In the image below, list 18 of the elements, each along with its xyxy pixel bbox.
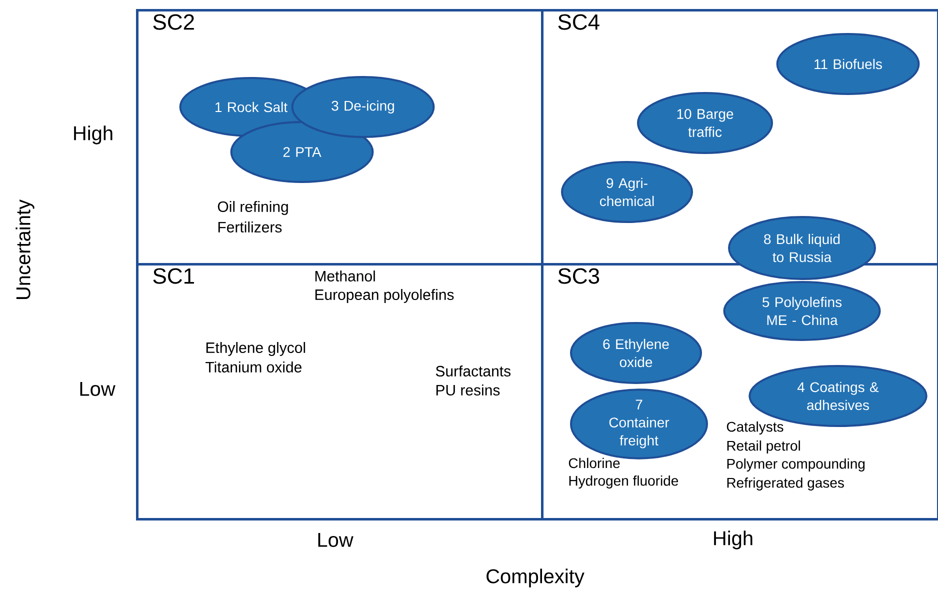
item-label: Surfactants xyxy=(436,366,511,376)
item-label: Oil refining xyxy=(218,201,288,215)
item-label: Titanium oxide xyxy=(206,361,302,372)
item-label: Refrigerated gases xyxy=(727,477,844,491)
axis-label: Uncertainty xyxy=(16,199,34,300)
item-label: Polymer compounding xyxy=(727,458,865,472)
item-label: PU resins xyxy=(436,384,500,396)
item-label: European polyolefins xyxy=(315,289,454,303)
item-label: Ethylene glycol xyxy=(206,342,306,356)
axis-label: Complexity xyxy=(486,568,584,588)
item-label: Chlorine xyxy=(568,458,620,468)
item-label: Hydrogen fluoride xyxy=(569,475,678,489)
item-label: Fertilizers xyxy=(218,222,282,232)
axis-label: Low xyxy=(80,382,116,396)
item-label: Retail petrol xyxy=(727,440,800,454)
item-label: Methanol xyxy=(315,270,375,282)
axis-label: High xyxy=(714,530,752,550)
axis-label: High xyxy=(74,126,112,144)
